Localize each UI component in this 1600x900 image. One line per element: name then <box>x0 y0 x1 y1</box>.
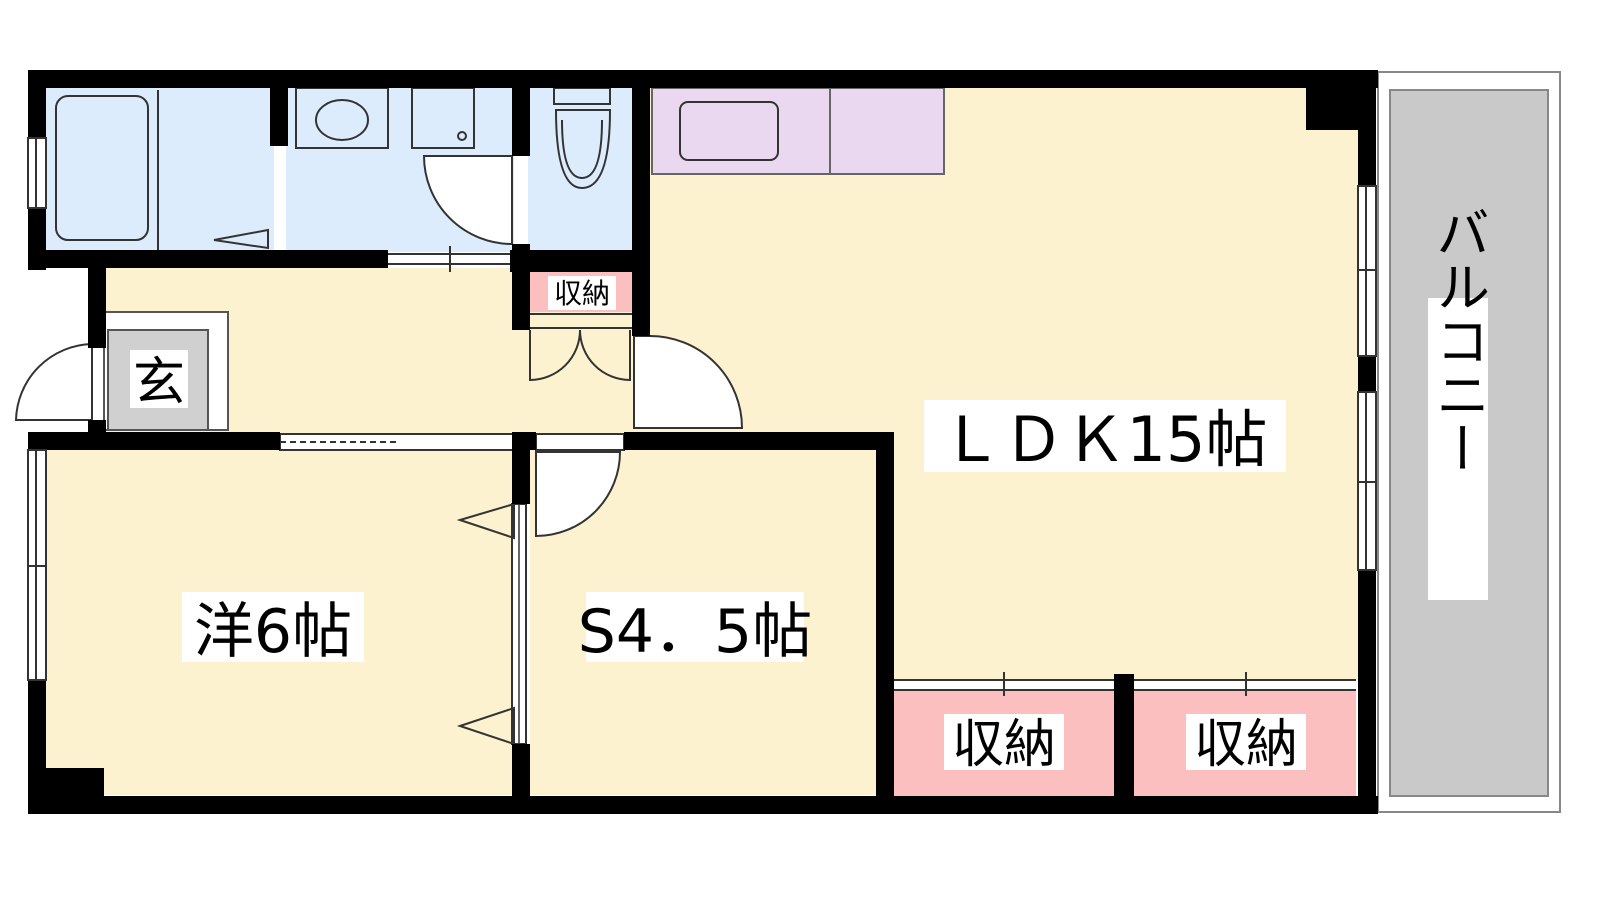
sink-icon <box>679 101 779 161</box>
service-room-label: S4．5帖 <box>578 597 812 667</box>
ldk-label: ＬＤＫ15帖 <box>941 403 1268 476</box>
storage-1-label: 収納 <box>952 715 1056 775</box>
walls <box>28 70 1378 814</box>
storage-small-label: 収納 <box>554 277 610 310</box>
entrance-label: 玄 <box>133 353 185 413</box>
toilet-floor <box>528 86 636 252</box>
storage-2-label: 収納 <box>1194 715 1298 775</box>
kitchen-counter <box>651 87 945 175</box>
bathtub-icon <box>55 95 149 241</box>
western-room-label: 洋6帖 <box>194 597 352 667</box>
balcony-label: バルコニー <box>1427 205 1490 475</box>
